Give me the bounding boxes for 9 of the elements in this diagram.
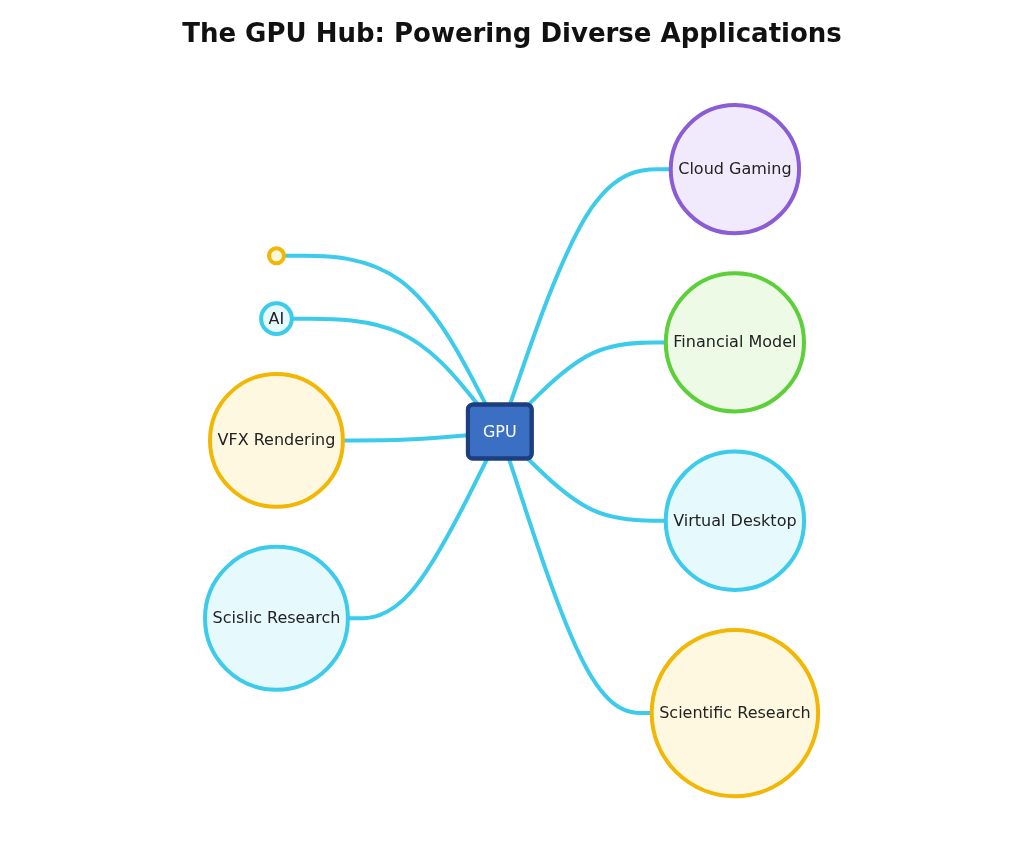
node-circle (267, 246, 287, 266)
node-circle: Virtual Desktop (664, 449, 807, 593)
node-circle: VFX Rendering (208, 372, 346, 510)
node-circle: Financial Model (664, 271, 807, 414)
node-circle: AI (259, 301, 295, 337)
node-circle: Cloud Gaming (669, 103, 802, 236)
node-circle: Scislic Research (203, 545, 351, 693)
node-circle: Scientific Research (650, 628, 821, 799)
diagram-title: The GPU Hub: Powering Diverse Applications (181, 18, 843, 48)
